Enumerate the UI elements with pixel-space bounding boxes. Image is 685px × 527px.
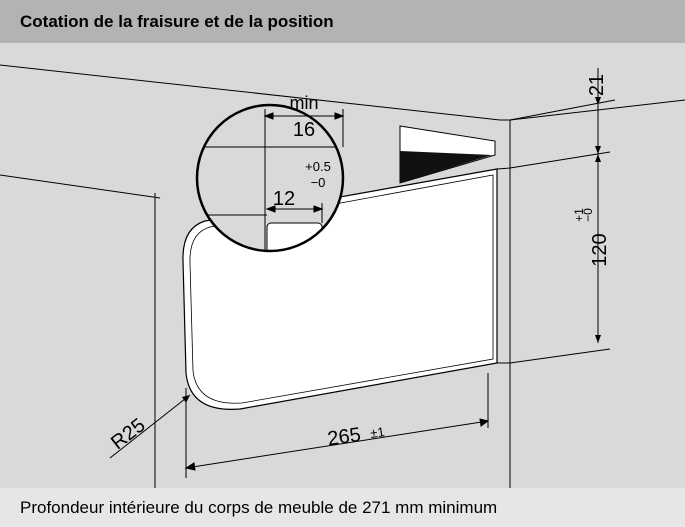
detail-width-tol-lower: −0 bbox=[311, 175, 326, 190]
detail-circle bbox=[195, 103, 345, 253]
dim-length-tol: ±1 bbox=[369, 424, 385, 441]
dim-top-value: 21 bbox=[586, 74, 608, 96]
drawer-front-inner-edge bbox=[189, 174, 494, 404]
detail-view bbox=[197, 105, 343, 251]
drawer-front-top-join bbox=[496, 167, 511, 170]
cabinet-side-top-edge bbox=[0, 174, 161, 199]
technical-drawing: min 16 12 +0.5 −0 bbox=[0, 43, 685, 488]
drawing-canvas: min 16 12 +0.5 −0 bbox=[0, 43, 685, 488]
figure-title: Cotation de la fraisure et de la positio… bbox=[0, 0, 685, 43]
detail-width-value: 12 bbox=[273, 188, 295, 210]
dim-height-tol-lower: −0 bbox=[581, 208, 595, 222]
dim-length-value: 265 bbox=[326, 424, 362, 450]
detail-width-tol-upper: +0.5 bbox=[305, 159, 331, 174]
dim-height-value: 120 bbox=[589, 233, 611, 266]
detail-min-value: 16 bbox=[293, 119, 315, 141]
cabinet-top-back-edge bbox=[0, 64, 510, 121]
recess-shadow bbox=[400, 151, 492, 183]
dim-length-line bbox=[185, 420, 489, 469]
dim-top-arrow bbox=[595, 97, 601, 105]
radius-leader bbox=[109, 394, 191, 459]
detail-min-label: min bbox=[289, 93, 318, 113]
dim-height-tol-upper: +1 bbox=[572, 208, 586, 222]
figure-caption: Profondeur intérieure du corps de meuble… bbox=[0, 488, 685, 527]
